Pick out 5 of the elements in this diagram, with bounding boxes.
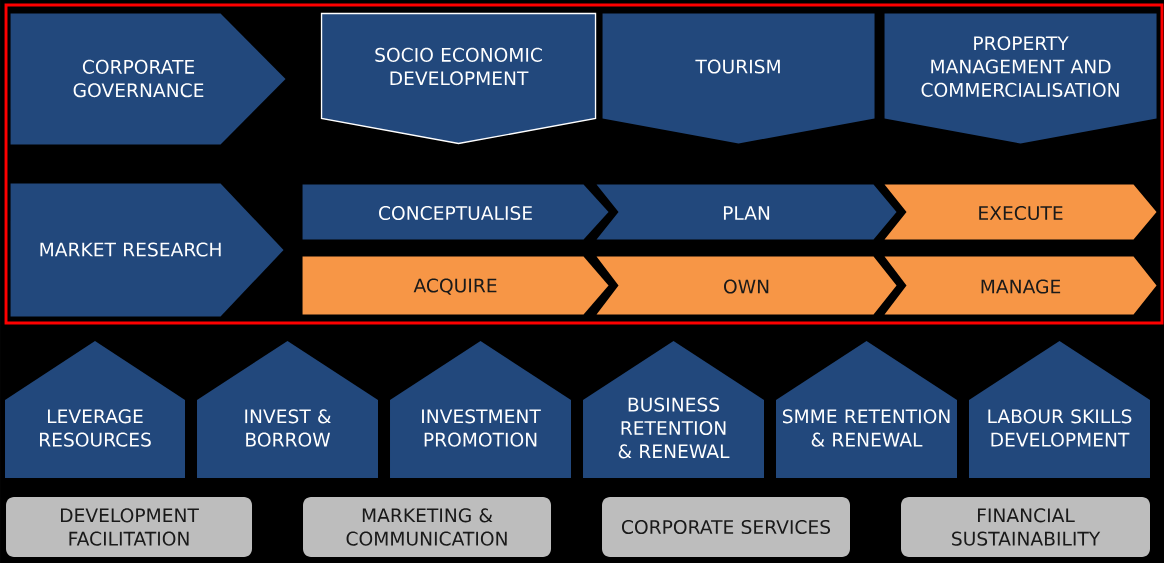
frame-border [4,3,1164,325]
rounded-box: MARKETING & COMMUNICATION [303,497,551,557]
rounded-box: CORPORATE SERVICES [602,497,850,557]
rounded-box: FINANCIAL SUSTAINABILITY [901,497,1150,557]
rounded-box: DEVELOPMENT FACILITATION [6,497,252,557]
